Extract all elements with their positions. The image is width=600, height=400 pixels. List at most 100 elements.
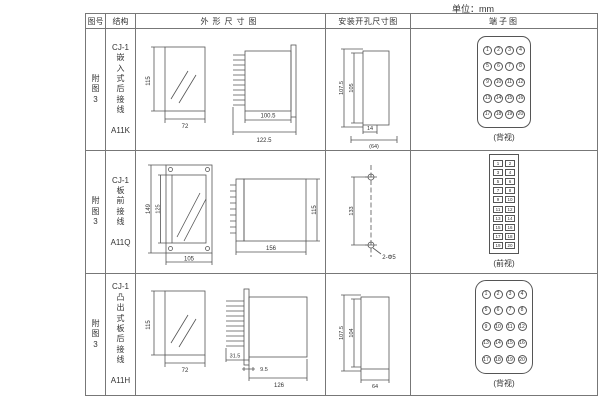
header-mounting: 安装开孔尺寸图 xyxy=(326,14,411,28)
dim-label-body-depth: 126 xyxy=(273,383,284,389)
terminal-pin: 7 xyxy=(505,61,514,71)
mounting-shapes xyxy=(340,294,389,384)
terminal-pin: 15 xyxy=(505,93,514,103)
header-structure: 结构 xyxy=(106,14,136,28)
terminal-pin: 12 xyxy=(517,322,527,332)
terminal-pin: 10 xyxy=(493,322,503,332)
mounting-drawing: 133 2-Φ5 xyxy=(349,164,396,261)
mounting-shapes xyxy=(340,48,397,143)
header-outline: 外形尺寸图 xyxy=(136,14,326,28)
terminal-pin: 4 xyxy=(505,168,515,176)
terminal-pin: 16 xyxy=(517,338,527,348)
terminal-pin: 13 xyxy=(481,338,491,348)
terminal-pin: 17 xyxy=(481,355,491,365)
terminal-pin: 8 xyxy=(517,305,527,315)
terminal-pin: 11 xyxy=(505,322,515,332)
terminal-pin: 7 xyxy=(505,305,515,315)
terminal-pin: 2 xyxy=(494,45,503,55)
terminal-pin: 18 xyxy=(505,233,515,241)
dim-label-front-height: 149 xyxy=(146,203,152,214)
terminal-pin: 9 xyxy=(481,322,491,332)
dim-label-terminal-depth: 31.5 xyxy=(229,354,240,360)
table-row-a11q: 附 图 3 CJ-1 板 前 接 线 A11Q xyxy=(86,151,597,274)
terminal-pin: 7 xyxy=(493,187,503,195)
terminal-pin: 6 xyxy=(493,305,503,315)
terminal-pin: 15 xyxy=(493,223,503,231)
terminal-pin: 14 xyxy=(505,214,515,222)
terminal-pin: 11 xyxy=(505,77,514,87)
terminal-pin: 5 xyxy=(483,61,492,71)
fig-no-cell: 附 图 3 xyxy=(86,151,106,273)
dim-label-side-height: 115 xyxy=(312,205,318,215)
terminal-pin: 19 xyxy=(505,355,515,365)
dim-label-h1: 14 xyxy=(366,126,372,132)
terminal-pin: 19 xyxy=(505,109,514,119)
dim-label-front-inner-height: 125 xyxy=(155,204,161,213)
terminal-pin: 6 xyxy=(505,177,515,185)
terminal-pin: 2 xyxy=(493,289,503,299)
table-row-a11k: 附 图 3 CJ-1 嵌 入 式 后 接 线 A11K xyxy=(86,29,597,152)
terminal-pin: 19 xyxy=(493,242,503,250)
dim-label-h2: (64) xyxy=(369,144,379,149)
dim-label-body-depth: 100.5 xyxy=(260,113,276,119)
outline-shapes xyxy=(147,164,320,265)
outline-drawing-embedded: 115 72 100.5 122.5 xyxy=(146,44,296,144)
table-header-row: 图号 结构 外形尺寸图 安装开孔尺寸图 端子图 xyxy=(86,14,597,29)
terminal-pin: 12 xyxy=(505,205,515,213)
structure-cell: CJ-1 凸 出 式 板 后 接 线 A11H xyxy=(106,273,136,395)
terminal-pin: 18 xyxy=(494,109,503,119)
terminal-pin: 14 xyxy=(494,93,503,103)
structure-cell: CJ-1 嵌 入 式 后 接 线 A11K xyxy=(106,29,136,151)
mounting-cell: 107.5 105 14 (64) xyxy=(326,29,411,151)
table-row-a11h: 附 图 3 CJ-1 凸 出 式 板 后 接 线 A11H xyxy=(86,273,597,395)
terminal-pin: 4 xyxy=(517,289,527,299)
outline-drawing-front-wired: 149 125 105 156 115 xyxy=(146,164,320,265)
mounting-cell: 107.5 104 64 xyxy=(326,273,411,395)
terminal-caption: (背视) xyxy=(493,378,515,388)
terminal-pin: 17 xyxy=(493,233,503,241)
terminal-pin: 10 xyxy=(505,196,515,204)
dim-label-front-height: 115 xyxy=(146,75,152,85)
mounting-drawing: 107.5 105 14 (64) xyxy=(339,48,397,149)
dim-label-v2: 104 xyxy=(349,329,355,338)
terminal-pin: 4 xyxy=(516,45,525,55)
terminal-pin: 1 xyxy=(493,159,503,167)
dim-label-front-height: 115 xyxy=(146,320,152,330)
outline-shapes xyxy=(150,44,296,135)
terminal-caption: (背视) xyxy=(493,133,515,143)
terminal-pin: 5 xyxy=(481,305,491,315)
dim-label-v1: 107.5 xyxy=(339,81,345,95)
terminal-pin: 3 xyxy=(505,289,515,299)
dim-label-side-width: 156 xyxy=(265,246,276,252)
terminal-pin: 5 xyxy=(493,177,503,185)
terminal-pin: 20 xyxy=(517,355,527,365)
terminal-pin: 3 xyxy=(493,168,503,176)
terminal-pin: 13 xyxy=(483,93,492,103)
outline-cell: 115 72 31.5 9.5 126 xyxy=(136,273,326,395)
terminal-pin: 20 xyxy=(505,242,515,250)
header-fig-no: 图号 xyxy=(86,14,106,28)
outline-shapes xyxy=(150,288,307,382)
dim-label-front-width: 72 xyxy=(181,124,188,130)
terminal-pin: 16 xyxy=(505,223,515,231)
dim-label-h1: 64 xyxy=(371,384,377,390)
terminal-pin: 6 xyxy=(494,61,503,71)
terminal-pin: 1 xyxy=(481,289,491,299)
terminal-pin: 11 xyxy=(493,205,503,213)
terminal-pin: 9 xyxy=(483,77,492,87)
terminal-pin: 15 xyxy=(505,338,515,348)
terminal-pin: 2 xyxy=(505,159,515,167)
terminal-pin: 8 xyxy=(505,187,515,195)
terminal-pin: 20 xyxy=(516,109,525,119)
terminal-pin: 14 xyxy=(493,338,503,348)
dim-label-total-depth: 122.5 xyxy=(256,138,272,144)
outline-cell: 149 125 105 156 115 xyxy=(136,151,326,273)
terminal-pin: 9 xyxy=(493,196,503,204)
terminal-pin: 10 xyxy=(494,77,503,87)
